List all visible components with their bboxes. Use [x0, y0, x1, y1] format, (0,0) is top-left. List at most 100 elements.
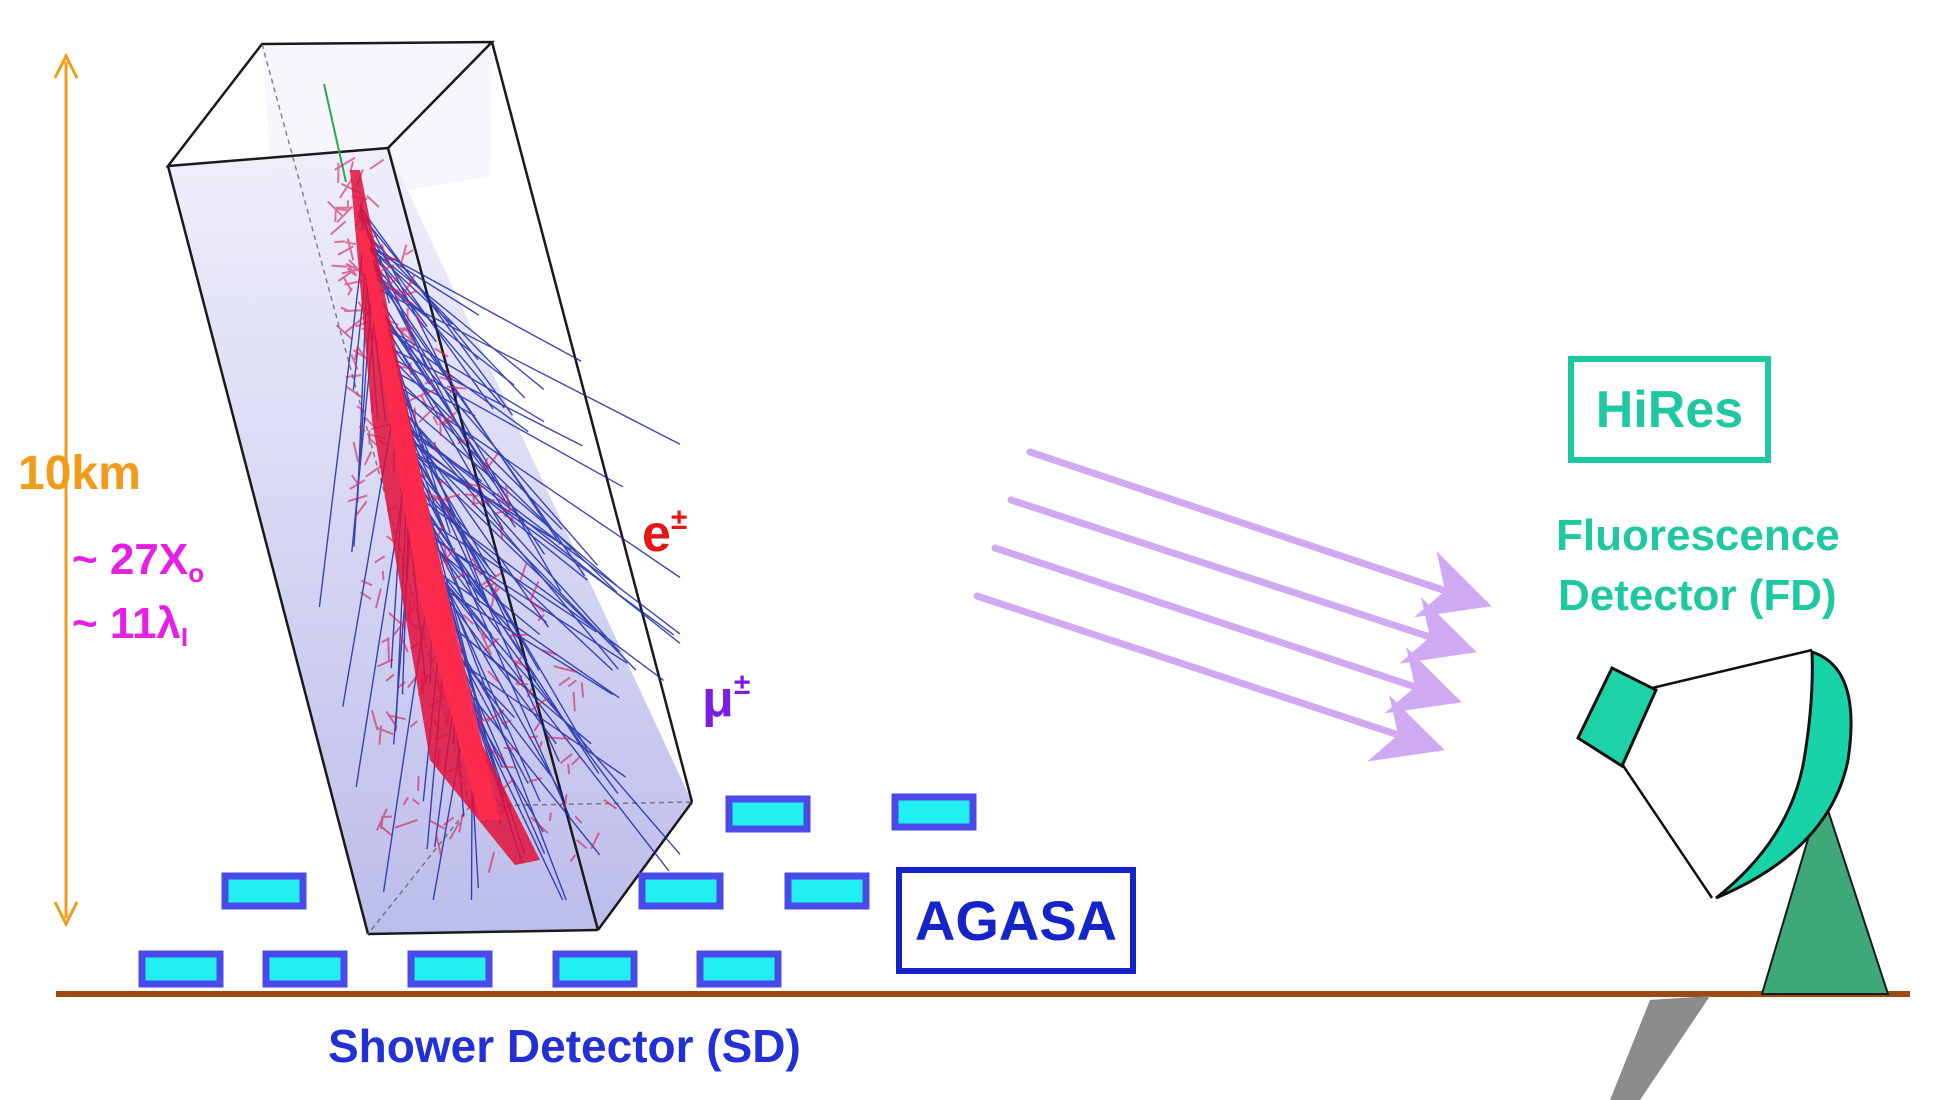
particle-track	[318, 229, 366, 608]
particle-track	[409, 427, 681, 635]
particle-track	[390, 344, 495, 484]
particle-fragment	[511, 659, 529, 669]
particle-fragment	[471, 557, 482, 576]
shower-volume	[165, 40, 694, 936]
particle-fragment	[352, 441, 360, 463]
particle-fragment	[354, 500, 368, 518]
fluorescence-detector-label-line1: Fluorescence	[1556, 511, 1840, 560]
particle-fragment	[398, 290, 417, 298]
particle-fragment	[501, 719, 512, 725]
shower-detector-label: Shower Detector (SD)	[328, 1020, 801, 1072]
particle-track	[368, 245, 582, 362]
particle-track	[380, 300, 512, 510]
particle-fragment	[458, 813, 464, 833]
particle-fragment	[484, 582, 497, 588]
particle-fragment	[424, 379, 434, 385]
particle-fragment	[480, 572, 502, 586]
particle-fragment	[334, 207, 337, 222]
detector-tile-icon	[221, 872, 307, 910]
particle-fragment	[387, 714, 406, 721]
particle-fragment	[574, 815, 583, 824]
particle-fragment	[405, 299, 414, 306]
hires-label: HiRes	[1595, 380, 1744, 439]
muon-charge: ±	[733, 668, 751, 701]
particle-fragment	[330, 220, 347, 236]
particle-fragment	[381, 570, 385, 581]
particle-fragment	[356, 346, 370, 362]
particle-fragment	[409, 362, 412, 376]
particle-fragment	[498, 521, 504, 541]
particle-fragment	[441, 411, 457, 424]
particle-fragment	[465, 493, 479, 497]
particle-fragment	[558, 676, 571, 687]
particle-fragment	[382, 278, 391, 292]
particle-track	[391, 348, 583, 447]
particle-fragment	[378, 725, 382, 745]
particle-fragment	[438, 547, 457, 567]
particle-fragment	[515, 674, 523, 686]
particle-fragment	[444, 553, 450, 570]
interaction-length-value: ~ 11λ	[72, 599, 181, 648]
particle-fragment	[413, 407, 417, 421]
particle-fragment	[509, 633, 529, 637]
particle-track	[459, 654, 529, 784]
particle-fragment	[603, 798, 618, 810]
particle-fragment	[419, 387, 439, 397]
particle-track	[403, 401, 617, 586]
particle-fragment	[406, 328, 416, 350]
particle-fragment	[567, 763, 571, 775]
particle-fragment	[435, 524, 445, 541]
particle-fragment	[378, 264, 395, 273]
light-ray-arrow-icon	[1007, 496, 1477, 664]
particle-track	[373, 266, 561, 545]
particle-fragment	[387, 276, 400, 286]
particle-fragment	[590, 832, 601, 850]
particle-track	[461, 662, 626, 778]
particle-fragment	[398, 326, 414, 330]
particle-fragment	[369, 158, 385, 170]
particle-fragment	[530, 697, 548, 712]
particle-fragment	[449, 389, 458, 394]
particle-fragment	[404, 249, 414, 256]
particle-fragment	[403, 274, 416, 294]
particle-fragment	[465, 482, 486, 489]
particle-fragment	[344, 309, 363, 312]
particle-fragment	[399, 633, 409, 653]
light-ray-arrow-icon	[973, 592, 1445, 762]
particle-fragment	[387, 637, 390, 661]
surface-detector-array	[138, 793, 977, 988]
particle-fragment	[394, 819, 418, 829]
particle-fragment	[528, 777, 543, 783]
particle-track	[387, 331, 516, 528]
particle-fragment	[344, 241, 356, 246]
particle-fragment	[385, 673, 395, 682]
particle-fragment	[369, 438, 378, 446]
particle-track	[396, 371, 476, 417]
particle-track	[435, 546, 520, 640]
particle-fragment	[381, 637, 390, 644]
particle-track	[411, 439, 588, 581]
particle-fragment	[444, 370, 453, 380]
particle-fragment	[480, 633, 493, 656]
particle-fragment	[347, 494, 368, 503]
particle-track	[443, 582, 541, 802]
muon-symbol: μ	[702, 670, 734, 728]
particle-fragment	[572, 691, 576, 712]
particle-fragment	[347, 287, 353, 296]
particle-track	[428, 514, 485, 597]
particle-fragment	[399, 244, 408, 268]
particle-fragment	[428, 819, 446, 830]
particle-fragment	[495, 507, 515, 515]
particle-track	[359, 207, 514, 416]
particle-fragment	[339, 177, 354, 199]
particle-track	[414, 454, 611, 645]
particle-fragment	[569, 854, 577, 863]
particle-track	[384, 317, 431, 385]
particle-fragment	[415, 313, 424, 329]
particle-fragment	[439, 375, 453, 382]
particle-fragment	[485, 744, 505, 761]
particle-fragment	[434, 347, 449, 358]
particle-fragment	[559, 753, 573, 765]
particle-track	[411, 440, 637, 671]
particle-track	[441, 574, 620, 699]
